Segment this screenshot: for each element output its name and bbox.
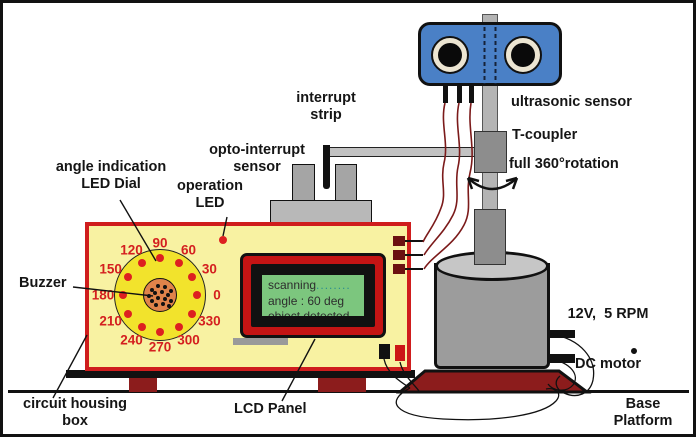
- sensor-pin: [457, 86, 462, 103]
- motor-shaft-coupler: [474, 209, 506, 265]
- dial-led: [123, 272, 132, 281]
- ultrasonic-sensor-label: ultrasonic sensor: [511, 94, 632, 110]
- transducer-opening-icon: [438, 43, 462, 67]
- opto-sensor-post-right: [335, 164, 357, 202]
- dial-led: [156, 328, 164, 336]
- buzzer-hole: [166, 293, 170, 297]
- t-coupler: [474, 131, 507, 173]
- dial-led: [156, 254, 164, 262]
- angle-dial-label: angle indication LED Dial: [55, 159, 167, 192]
- dial-led: [123, 309, 132, 318]
- buzzer-hole: [169, 289, 173, 293]
- buzzer-hole: [169, 299, 173, 303]
- dial-led: [188, 272, 197, 281]
- sensor-wires: [422, 102, 473, 270]
- dial-angle-label: 150: [99, 261, 122, 277]
- dial-led: [193, 291, 201, 299]
- buzzer-hole: [163, 285, 167, 289]
- dial-angle-label: 180: [91, 287, 115, 303]
- wire-connector: [393, 250, 405, 260]
- buzzer-hole: [160, 290, 164, 294]
- housing-foot: [129, 378, 157, 392]
- dial-angle-label: 330: [198, 313, 221, 329]
- housing-label: circuit housing box: [23, 396, 127, 429]
- dial-angle-label: 120: [120, 242, 143, 258]
- buzzer-hole: [163, 297, 167, 301]
- dial-angle-label: 30: [201, 261, 217, 277]
- dial-led: [174, 323, 183, 332]
- opto-interrupt-label: opto-interrupt sensor: [209, 142, 305, 175]
- housing-foot: [318, 378, 366, 392]
- dial-angle-label: 210: [99, 313, 122, 329]
- buzzer-hole: [156, 284, 160, 288]
- sensor-pin: [443, 86, 448, 103]
- interrupt-strip-label: interrupt strip: [296, 90, 356, 123]
- operation-led-label: operation LED: [176, 178, 244, 211]
- dial-led: [137, 258, 146, 267]
- lcd-panel: scanning........ angle : 60 deg object d…: [240, 253, 386, 338]
- dial-angle-label: 240: [120, 332, 143, 348]
- rotation-label: full 360°rotation: [509, 156, 619, 172]
- sensor-transducer-right: [504, 36, 542, 74]
- buzzer-hole: [147, 294, 151, 298]
- dial-angle-label: 300: [177, 332, 200, 348]
- sensor-transducer-left: [431, 36, 469, 74]
- power-indicator: [395, 345, 405, 361]
- dc-motor-body: [434, 263, 550, 369]
- dial-angle-label: 0: [213, 287, 221, 303]
- lcd-shadow: [233, 338, 288, 345]
- lcd-line-3: object detected: [268, 309, 350, 316]
- lcd-panel-label: LCD Panel: [234, 401, 307, 417]
- transducer-opening-icon: [511, 43, 535, 67]
- base-platform-label: Base Platform: [613, 396, 673, 429]
- lcd-line-1: scanning........: [268, 278, 351, 292]
- sensor-pin: [469, 86, 474, 103]
- operation-led: [219, 236, 227, 244]
- dial-angle-label: 60: [180, 242, 197, 258]
- interrupt-strip: [323, 145, 330, 189]
- interrupt-arm: [328, 147, 476, 157]
- dial-led: [137, 323, 146, 332]
- buzzer-hole: [153, 291, 157, 295]
- buzzer-hole: [161, 302, 165, 306]
- lcd-bezel: scanning........ angle : 60 deg object d…: [251, 264, 375, 327]
- wire-connector: [393, 264, 405, 274]
- lcd-screen: scanning........ angle : 60 deg object d…: [262, 275, 364, 316]
- wire-connector: [393, 236, 405, 246]
- housing-bottom-strip: [66, 370, 415, 378]
- dial-led: [119, 291, 127, 299]
- buzzer-hole: [156, 296, 160, 300]
- buzzer-label: Buzzer: [19, 275, 67, 291]
- buzzer-hole: [150, 299, 154, 303]
- buzzer-hole: [167, 304, 171, 308]
- dial-led: [174, 258, 183, 267]
- dial-angle-label: 90: [152, 235, 168, 251]
- motor-label: 12V, 5 RPM DC motor: [567, 306, 649, 372]
- ultrasonic-sensor: [418, 22, 562, 86]
- dial-led: [188, 309, 197, 318]
- lcd-line-2: angle : 60 deg: [268, 293, 345, 308]
- buzzer-hole: [154, 303, 158, 307]
- opto-sensor-base: [270, 200, 372, 224]
- dial-angle-label: 270: [148, 339, 172, 355]
- power-switch: [379, 344, 390, 359]
- t-coupler-label: T-coupler: [512, 127, 578, 143]
- buzzer: [143, 278, 177, 312]
- lcd-frame: scanning........ angle : 60 deg object d…: [243, 256, 383, 335]
